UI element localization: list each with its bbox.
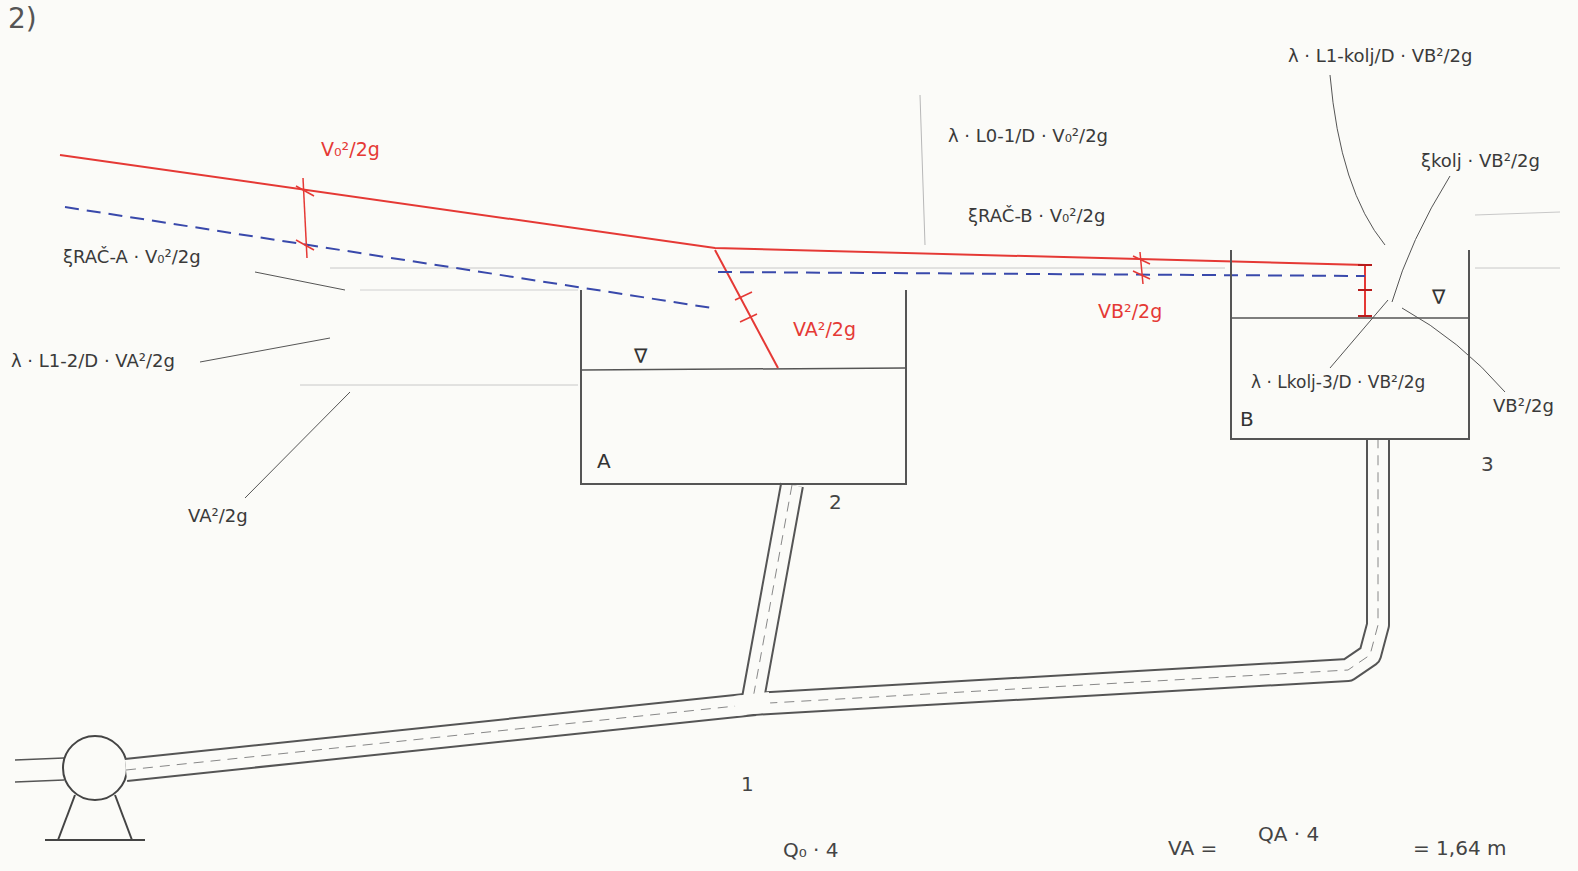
leader-line bbox=[255, 272, 345, 290]
loss-term: ξkolj · VB²/2g bbox=[1418, 150, 1543, 172]
point-number: 2 bbox=[826, 490, 845, 514]
pump-base bbox=[45, 839, 145, 841]
energy-line-drop bbox=[715, 250, 778, 368]
construction-line bbox=[300, 385, 578, 386]
friction-loss: λ · L1-2/D · VA²/2g bbox=[8, 350, 178, 372]
construction-line bbox=[920, 95, 925, 245]
segment-marker bbox=[1133, 256, 1150, 264]
problem-number: 2) bbox=[5, 2, 40, 36]
pipe-connector bbox=[752, 440, 1378, 704]
friction-loss: λ · L1-kolj/D · VB²/2g bbox=[1285, 45, 1476, 67]
tank-letter: A bbox=[597, 450, 611, 473]
pump-pipe bbox=[126, 704, 755, 770]
water-level-symbol: ∇ bbox=[634, 345, 647, 368]
pipe-wall bbox=[126, 704, 755, 770]
tank-letter: B bbox=[1240, 408, 1254, 431]
leader-line bbox=[1392, 176, 1450, 302]
leader-line bbox=[200, 338, 330, 362]
segment-marker bbox=[296, 186, 314, 196]
pipe-wall bbox=[15, 758, 64, 760]
pipe-junction bbox=[735, 702, 770, 706]
pipe-wall bbox=[752, 440, 1378, 704]
tank-b: ∇B bbox=[1230, 250, 1470, 440]
pipe-axis bbox=[126, 704, 755, 770]
point-number: 3 bbox=[1478, 452, 1497, 476]
velocity-head: VB²/2g bbox=[1095, 300, 1165, 323]
segment-marker bbox=[1358, 289, 1372, 291]
velocity-head: VA²/2g bbox=[185, 505, 251, 527]
construction-line bbox=[1475, 212, 1560, 215]
segment-marker bbox=[1358, 264, 1372, 266]
pump-symbol bbox=[63, 736, 127, 800]
leader-line bbox=[1330, 300, 1388, 368]
segment-marker bbox=[1358, 315, 1372, 317]
segment-marker bbox=[1133, 271, 1150, 279]
pump-stand bbox=[58, 795, 75, 840]
segment-marker bbox=[740, 314, 757, 322]
construction-line bbox=[360, 290, 578, 291]
velocity-head: VB²/2g bbox=[1490, 395, 1557, 417]
pipe-wall bbox=[15, 780, 64, 782]
velocity-head: VA²/2g bbox=[790, 318, 859, 341]
loss-term: ξRAČ-B · V₀²/2g bbox=[965, 205, 1108, 227]
piezometric-line bbox=[718, 272, 1365, 276]
segment-marker bbox=[735, 292, 752, 300]
point-number: 1 bbox=[738, 772, 757, 796]
segment-marker bbox=[1140, 252, 1143, 284]
pump-stand bbox=[115, 795, 132, 840]
leader-line bbox=[245, 392, 350, 498]
pipe-interior bbox=[126, 704, 755, 770]
water-level-symbol: ∇ bbox=[1432, 286, 1445, 309]
water-surface bbox=[582, 368, 905, 370]
water-surface bbox=[1232, 317, 1468, 319]
velocity-head: V₀²/2g bbox=[318, 138, 383, 161]
calculation-note: QA · 4 bbox=[1255, 822, 1322, 846]
construction-line bbox=[1475, 268, 1560, 269]
calculation-note: Q₀ · 4 bbox=[780, 838, 842, 862]
pipe-interior bbox=[752, 440, 1378, 704]
calculation-note: = 1,64 m bbox=[1410, 836, 1510, 860]
leader-line bbox=[1330, 75, 1385, 245]
segment-marker bbox=[296, 240, 314, 250]
friction-loss: λ · L0-1/D · V₀²/2g bbox=[945, 125, 1111, 147]
friction-loss: λ · Lkolj-3/D · VB²/2g bbox=[1248, 372, 1428, 392]
loss-term: ξRAČ-A · V₀²/2g bbox=[60, 246, 204, 268]
pipe-axis bbox=[752, 440, 1378, 704]
energy-line bbox=[60, 155, 1365, 316]
calculation-note: VA = bbox=[1165, 836, 1220, 860]
